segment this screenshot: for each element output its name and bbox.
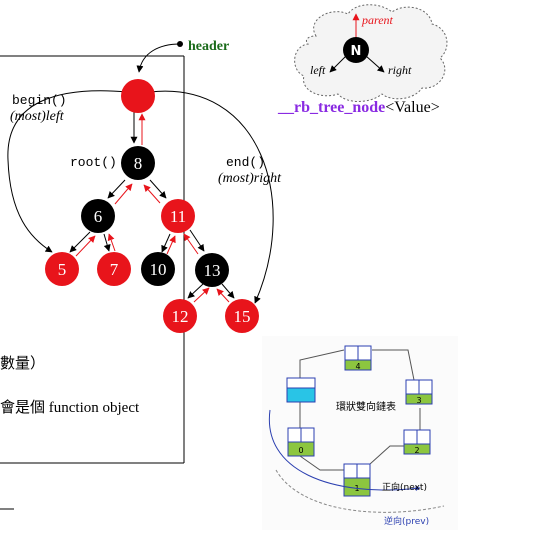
tree-node-5 (45, 252, 79, 286)
end-label: end() (226, 155, 265, 170)
edge-11-13 (189, 229, 205, 252)
edge-8-11 (149, 179, 167, 199)
right-label: right (388, 63, 412, 77)
ring-node-3-value (405, 393, 433, 405)
tree-node-8 (121, 146, 155, 180)
edge-13-15 (221, 283, 235, 299)
tree-edges (69, 112, 235, 303)
left-pointer-arrow (329, 55, 347, 73)
header-label: header (188, 39, 229, 54)
begin-sub-label: (most)left (10, 109, 65, 124)
edge-13-12 (187, 283, 204, 299)
tree-node-15-label: 15 (234, 307, 251, 326)
ring-node-0-label: 0 (298, 446, 303, 455)
edge-11-10 (161, 233, 171, 253)
tree-node-15 (225, 299, 259, 333)
edge-11-8-parent (143, 184, 161, 204)
prev-direction-label: 逆向(prev) (384, 515, 429, 527)
tree-node-13-label: 13 (204, 261, 221, 280)
rb-tree-node-diagram: N parent left right (294, 4, 448, 102)
edge-10-11-parent (166, 235, 176, 255)
tree-node-header (121, 79, 155, 113)
ring-node-4-label: 4 (355, 362, 360, 371)
edge-5-6-parent (75, 235, 96, 257)
tree-node-10-label: 10 (150, 260, 167, 279)
ring-link-0-4 (299, 349, 345, 382)
ring-node-2-value (403, 443, 431, 455)
edge-8-6 (107, 179, 126, 199)
right-pointer-arrow (365, 55, 385, 73)
next-direction-label: 正向(next) (382, 481, 427, 493)
end-sub-label: (most)right (218, 171, 282, 186)
begin-leftmost-arrow (7, 90, 129, 253)
ring-head-pointers (286, 377, 316, 389)
ring-head-node (286, 387, 316, 403)
tree-node-12 (163, 299, 197, 333)
tree-node-11-label: 11 (170, 207, 186, 226)
begin-label: begin() (12, 93, 67, 108)
edge-13-11-parent (183, 233, 199, 255)
header-pointer-arrow (136, 43, 181, 73)
next-direction-arc (268, 409, 421, 491)
end-rightmost-arrow (149, 90, 274, 304)
edge-6-7 (103, 233, 111, 252)
ring-node-2-label: 2 (414, 446, 419, 455)
tree-node-8-label: 8 (134, 154, 143, 173)
edge-6-8-parent (114, 183, 133, 205)
parent-label: parent (361, 13, 394, 27)
cloud-shape (294, 4, 448, 102)
ring-link-2-1 (369, 445, 404, 465)
ring-node-4-value (344, 359, 372, 371)
ring-list-title: 環狀雙向鏈表 (336, 400, 396, 413)
tree-node-7 (97, 252, 131, 286)
ring-node-3-label: 3 (416, 396, 421, 405)
tree-node-7-label: 7 (110, 260, 119, 279)
tree-nodes: 8 6 11 5 7 10 13 12 15 (45, 79, 259, 333)
tree-node-6 (81, 199, 115, 233)
prev-direction-arc (275, 469, 445, 513)
tree-node-5-label: 5 (58, 260, 67, 279)
ring-list-diagram: 4 3 2 1 0 環狀雙向鏈表 正向(next) 逆向(prev) (262, 336, 458, 530)
node-circle (343, 37, 369, 63)
tree-node-10 (141, 252, 175, 286)
edge-15-13-parent (216, 288, 230, 303)
ring-link-4-3 (372, 349, 415, 381)
tree-node-13 (195, 253, 229, 287)
edge-6-5 (69, 231, 91, 253)
node-caption: __rb_tree_node<Value> (277, 99, 440, 116)
ring-node-0-value (287, 441, 315, 457)
node-caption-param: <Value> (385, 99, 439, 116)
body-text-line-2: 會是個 function object (0, 399, 140, 416)
tree-node-11 (161, 199, 195, 233)
node-caption-type: __rb_tree_node (277, 99, 385, 116)
edge-7-6-parent (107, 233, 116, 252)
root-label: root() (70, 155, 117, 170)
left-label: left (310, 63, 326, 77)
body-text-line-1: 數量） (0, 355, 45, 372)
tree-node-6-label: 6 (94, 207, 103, 226)
ring-link-1-0 (299, 455, 344, 471)
node-letter: N (351, 44, 362, 59)
tree-node-12-label: 12 (172, 307, 189, 326)
edge-12-13-parent (193, 287, 210, 303)
